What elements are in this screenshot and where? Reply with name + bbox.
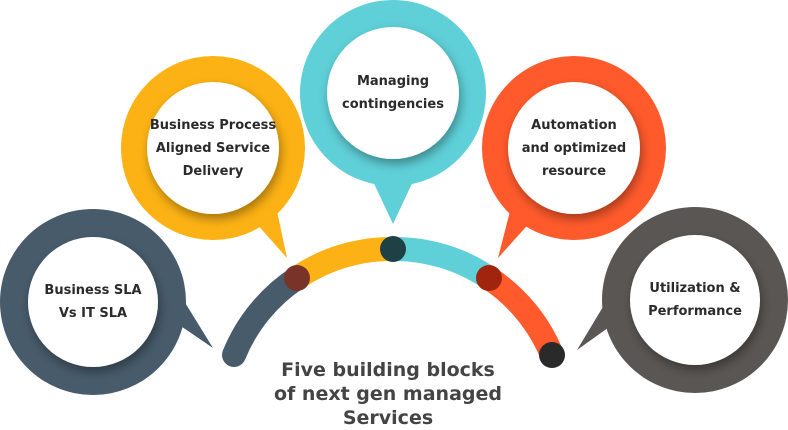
bubble-inner-circle xyxy=(508,82,640,214)
arc-dot xyxy=(380,236,406,262)
block-business-process-label: Business Process Aligned Service Deliver… xyxy=(149,117,277,179)
block-automation-bubble xyxy=(482,56,666,258)
arc-dot xyxy=(539,342,565,368)
arc-segment-business-process xyxy=(290,236,394,289)
diagram-title: Five building blocks of next gen managed… xyxy=(274,359,502,429)
bubble-inner-circle xyxy=(630,235,760,365)
bubble-inner-circle xyxy=(28,237,158,367)
block-business-process-bubble xyxy=(121,56,305,258)
bubble-inner-circle xyxy=(147,82,279,214)
arc-segment-business-sla xyxy=(222,266,309,367)
block-automation-label: Automation and optimized resource xyxy=(521,117,627,179)
arc-dot xyxy=(476,265,502,291)
bubble-inner-circle xyxy=(327,27,459,159)
block-utilization-bubble xyxy=(577,207,788,393)
block-business-sla-label: Business SLA Vs IT SLA xyxy=(44,283,142,321)
arc-dot xyxy=(284,265,310,291)
block-utilization-label: Utilization & Performance xyxy=(648,281,742,319)
block-managing-contingencies-bubble xyxy=(300,0,486,224)
block-business-sla-bubble xyxy=(0,209,213,395)
arc-segment-managing-contingencies xyxy=(392,236,496,289)
arc-segment-automation xyxy=(477,266,564,367)
block-managing-contingencies-label: Managing contingencies xyxy=(342,74,444,112)
